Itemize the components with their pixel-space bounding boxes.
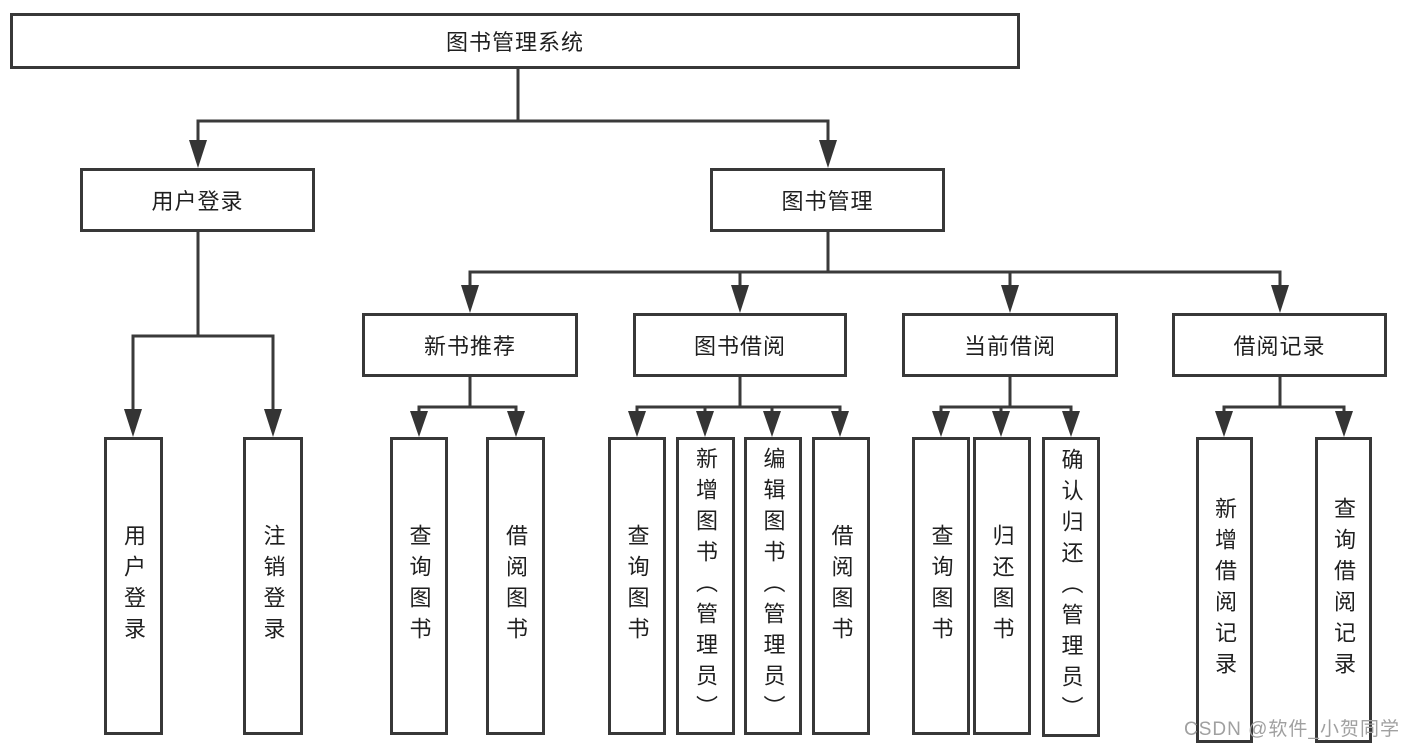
node-label: 图书管理 (781, 189, 874, 214)
node-label: 新增借阅记录 (1212, 497, 1238, 683)
node-label: 注销登录 (260, 524, 286, 648)
node-label: 图书借阅 (693, 334, 786, 359)
node-label: 用户登录 (121, 524, 147, 648)
node-label: 归还图书 (989, 524, 1015, 648)
node-book-borrowing: 图书借阅 (633, 313, 847, 377)
node-label: 查询借阅记录 (1331, 497, 1357, 683)
csdn-watermark: CSDN @软件_小贺同学 (1184, 719, 1400, 740)
node-user-login: 用户登录 (80, 168, 315, 232)
connector-root-to-level2 (189, 69, 837, 168)
node-new-book-recommendation: 新书推荐 (362, 313, 578, 377)
leaf-user-login: 用户登录 (104, 437, 163, 735)
node-label: 借阅记录 (1233, 334, 1326, 359)
node-label: 图书管理系统 (445, 30, 584, 55)
connector-new-book-to-leaves (410, 377, 525, 437)
node-label: 借阅图书 (503, 524, 529, 648)
leaf-logout: 注销登录 (243, 437, 303, 735)
node-label: 确认归还（管理员） (1058, 447, 1084, 727)
connector-user-login-to-leaves (124, 232, 282, 437)
connector-book-borrow-to-leaves (628, 377, 849, 437)
leaf-query-books-current: 查询图书 (912, 437, 970, 735)
node-label: 查询图书 (928, 524, 954, 648)
node-label: 编辑图书（管理员） (760, 446, 786, 726)
connector-borrow-records-to-leaves (1215, 377, 1353, 437)
connector-current-borrow-to-leaves (932, 377, 1080, 437)
node-book-management: 图书管理 (710, 168, 945, 232)
node-label: 查询图书 (406, 524, 432, 648)
node-library-management-system: 图书管理系统 (10, 13, 1020, 69)
leaf-return-books: 归还图书 (973, 437, 1031, 735)
connector-book-management-to-level3 (461, 232, 1289, 313)
node-label: 查询图书 (624, 524, 650, 648)
node-borrowing-records: 借阅记录 (1172, 313, 1387, 377)
leaf-query-books-borrow: 查询图书 (608, 437, 666, 735)
leaf-edit-books-admin: 编辑图书（管理员） (744, 437, 802, 735)
leaf-borrow-books-recommend: 借阅图书 (486, 437, 545, 735)
node-label: 当前借阅 (963, 334, 1056, 359)
leaf-add-books-admin: 新增图书（管理员） (676, 437, 735, 735)
leaf-confirm-return-admin: 确认归还（管理员） (1042, 437, 1100, 737)
leaf-borrow-books: 借阅图书 (812, 437, 870, 735)
node-label: 用户登录 (151, 189, 244, 214)
node-label: 新书推荐 (423, 334, 516, 359)
leaf-query-borrow-record: 查询借阅记录 (1315, 437, 1372, 743)
leaf-query-books-recommend: 查询图书 (390, 437, 448, 735)
node-label: 新增图书（管理员） (693, 446, 719, 726)
leaf-add-borrow-record: 新增借阅记录 (1196, 437, 1253, 743)
node-label: 借阅图书 (828, 524, 854, 648)
node-current-borrowing: 当前借阅 (902, 313, 1118, 377)
